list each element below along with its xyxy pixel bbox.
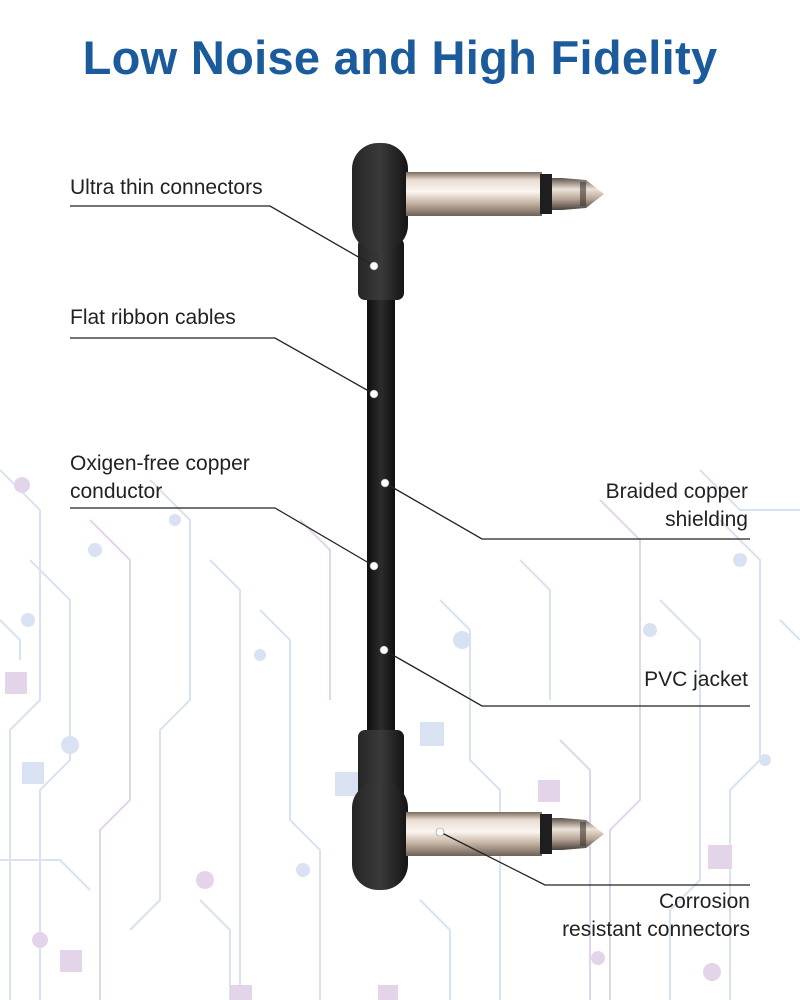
circuit-node bbox=[14, 477, 30, 493]
leader-corrosion bbox=[439, 831, 750, 886]
circuit-node bbox=[21, 613, 35, 627]
circuit-trace bbox=[659, 599, 701, 1000]
label-oxygen-free-copper: Oxigen-free copper conductor bbox=[70, 452, 250, 503]
marker-dot bbox=[435, 827, 445, 837]
circuit-node bbox=[88, 543, 102, 557]
bottom-connector bbox=[352, 730, 604, 890]
top-connector bbox=[352, 143, 604, 300]
circuit-trace bbox=[559, 739, 591, 1000]
flat-ribbon-cable bbox=[367, 285, 395, 755]
marker-dot bbox=[369, 561, 379, 571]
circuit-trace bbox=[199, 899, 231, 1000]
label-braided-copper-shielding: Braided copper shielding bbox=[605, 480, 748, 531]
page-title: Low Noise and High Fidelity bbox=[82, 31, 718, 84]
circuit-node bbox=[703, 963, 721, 981]
circuit-node bbox=[296, 863, 310, 877]
circuit-trace bbox=[599, 499, 641, 1000]
label-corrosion-resistant: Corrosion resistant connectors bbox=[562, 890, 750, 941]
circuit-trace bbox=[779, 619, 800, 641]
leader-ultra-thin bbox=[70, 205, 375, 267]
circuit-pad bbox=[538, 780, 560, 802]
leader-pvc bbox=[383, 649, 750, 707]
circuit-node bbox=[254, 649, 266, 661]
circuit-node bbox=[453, 631, 471, 649]
circuit-node bbox=[733, 553, 747, 567]
marker-dot bbox=[380, 478, 390, 488]
circuit-trace bbox=[0, 469, 41, 1000]
leader-braided bbox=[384, 482, 750, 540]
circuit-trace bbox=[89, 519, 131, 1000]
circuit-trace bbox=[129, 479, 191, 931]
leader-flat-ribbon bbox=[70, 337, 375, 395]
circuit-pad bbox=[335, 772, 359, 796]
label-ultra-thin-connectors: Ultra thin connectors bbox=[70, 176, 263, 199]
circuit-node bbox=[759, 754, 771, 766]
circuit-pad bbox=[708, 845, 732, 869]
circuit-trace bbox=[209, 559, 241, 1000]
circuit-trace bbox=[0, 859, 91, 891]
marker-dot bbox=[369, 261, 379, 271]
marker-dot bbox=[379, 645, 389, 655]
label-flat-ribbon-cables: Flat ribbon cables bbox=[70, 306, 236, 329]
circuit-trace bbox=[0, 619, 21, 660]
circuit-trace bbox=[699, 469, 800, 511]
circuit-pad bbox=[22, 762, 44, 784]
circuit-node bbox=[169, 514, 181, 526]
circuit-node bbox=[32, 932, 48, 948]
circuit-pad bbox=[378, 985, 398, 1000]
label-pvc-jacket: PVC jacket bbox=[644, 668, 748, 691]
leader-oxygen-free bbox=[70, 507, 375, 567]
circuit-node bbox=[196, 871, 214, 889]
circuit-trace bbox=[439, 599, 501, 1000]
marker-dot bbox=[369, 389, 379, 399]
circuit-pad bbox=[60, 950, 82, 972]
circuit-pad bbox=[230, 985, 252, 1000]
circuit-pad bbox=[420, 722, 444, 746]
circuit-trace bbox=[259, 609, 321, 1000]
circuit-node bbox=[61, 736, 79, 754]
circuit-trace bbox=[419, 899, 451, 1000]
circuit-trace bbox=[519, 559, 551, 700]
circuit-node bbox=[591, 951, 605, 965]
circuit-node bbox=[643, 623, 657, 637]
circuit-pad bbox=[5, 672, 27, 694]
circuit-trace bbox=[299, 519, 331, 700]
